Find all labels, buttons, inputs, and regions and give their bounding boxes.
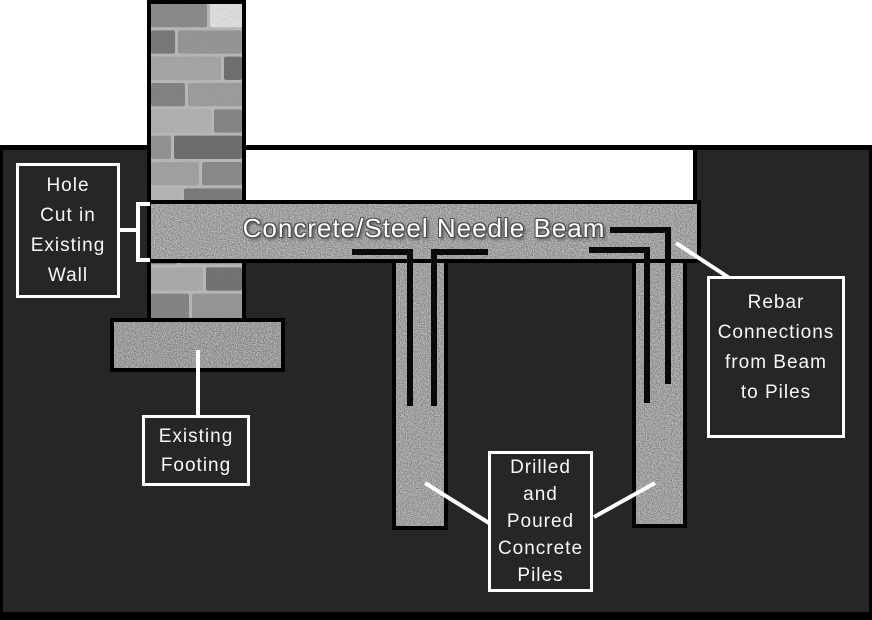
label-hole-cut-in-existing-wall: Hole Cut in Existing Wall — [16, 163, 120, 298]
concrete-texture — [636, 260, 683, 524]
label-rebar-connections: Rebar Connections from Beam to Piles — [707, 276, 845, 438]
rebar-left-b-vertical — [431, 249, 437, 406]
label-line: Drilled — [510, 457, 571, 478]
rebar-left-b-horizontal — [431, 249, 488, 255]
label-line: to Piles — [740, 382, 812, 403]
label-existing-footing: Existing Footing — [142, 415, 250, 486]
rebar-left-a-horizontal — [352, 249, 413, 255]
rebar-right-b-horizontal — [589, 247, 650, 253]
rebar-right-a-horizontal — [610, 227, 671, 233]
label-drilled-poured-concrete-piles: Drilled and Poured Concrete Piles — [488, 451, 593, 592]
rebar-right-b-vertical — [644, 247, 650, 403]
existing-footing-block — [110, 318, 285, 372]
label-line: Footing — [160, 454, 232, 476]
label-line: Cut in — [40, 204, 96, 226]
rebar-right-a-vertical — [665, 227, 671, 384]
label-line: Hole — [46, 174, 90, 196]
label-line: Connections — [717, 322, 835, 343]
concrete-pile-right — [632, 260, 687, 528]
concrete-pile-left — [392, 260, 448, 530]
hole-bracket-top-tick — [136, 202, 150, 206]
concrete-texture — [114, 322, 281, 368]
label-line: and — [523, 484, 558, 505]
label-line: Piles — [517, 565, 564, 586]
hole-bracket-bottom-tick — [136, 258, 150, 262]
label-line: Poured — [506, 511, 575, 532]
needle-beam-label: Concrete/Steel Needle Beam — [242, 213, 606, 243]
needle-beam: Concrete/Steel Needle Beam — [147, 200, 701, 263]
label-line: Rebar — [747, 292, 805, 313]
brick-texture — [151, 4, 242, 320]
hole-bracket-vertical — [136, 202, 140, 262]
hole-label-connector — [119, 228, 140, 232]
label-line: Existing — [30, 234, 106, 256]
concrete-texture — [151, 204, 697, 259]
brick-wall — [147, 0, 246, 320]
label-line: from Beam — [725, 352, 827, 373]
label-line: Wall — [47, 264, 89, 286]
label-line: Existing — [158, 425, 234, 447]
label-line: Concrete — [497, 538, 584, 559]
excavation-band — [245, 150, 697, 200]
rebar-left-a-vertical — [407, 249, 413, 406]
